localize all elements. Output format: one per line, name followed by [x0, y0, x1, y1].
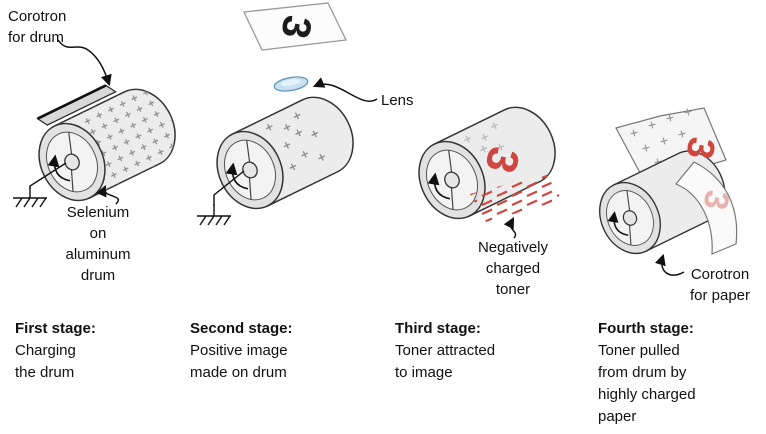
stage1-title: First stage: [15, 320, 96, 337]
stage4-caption: Fourth stage: Toner pulled from drum by … [598, 318, 696, 428]
ground-symbol-2 [196, 203, 232, 226]
stage1-description: Charging the drum [15, 342, 76, 381]
stage3-description: Toner attracted to image [395, 342, 496, 381]
stage3-caption: Third stage: Toner attracted to image [395, 318, 495, 384]
label-negatively-charged-toner: Negatively charged toner [477, 239, 549, 298]
corotron-paper-arrow [654, 253, 685, 276]
stage2-description: Positive image made on drum [190, 342, 288, 381]
label-selenium-on-aluminum-drum: Selenium on aluminum drum [65, 204, 131, 284]
ground-symbol-1 [12, 185, 48, 208]
stage1-caption: First stage: Charging the drum [15, 318, 96, 384]
document-original: 3 [243, 2, 347, 51]
ground-wire-2 [213, 170, 245, 206]
stage1-drum-group [20, 77, 189, 212]
corotron-bar [36, 84, 117, 126]
corotron-drum-arrow [57, 39, 112, 87]
stage2-drum-group [205, 85, 367, 219]
lens-icon [273, 76, 309, 92]
selenium-arrow [96, 184, 119, 205]
label-corotron-for-paper: Corotron for paper [689, 266, 751, 304]
toner-arrow [503, 217, 517, 239]
lens-arrow [312, 77, 378, 102]
stage4-description: Toner pulled from drum by highly charged… [598, 342, 696, 425]
stage2-caption: Second stage: Positive image made on dru… [190, 318, 293, 384]
stage4-title: Fourth stage: [598, 320, 694, 337]
stage2-title: Second stage: [190, 320, 293, 337]
label-corotron-for-drum: Corotron for drum [8, 8, 67, 46]
toner-field [470, 174, 562, 222]
stage3-title: Third stage: [395, 320, 481, 337]
label-lens: Lens [381, 92, 414, 109]
paper-sheet-front [675, 161, 738, 255]
